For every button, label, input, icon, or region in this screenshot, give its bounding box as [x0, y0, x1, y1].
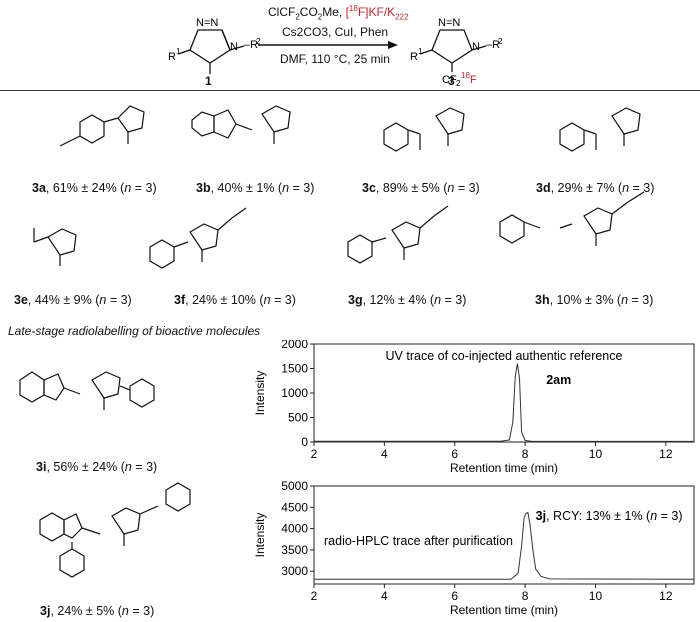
x-tick-label: 6 [451, 589, 458, 603]
y-axis-label: Intensity [253, 513, 267, 558]
section-title: Late-stage radiolabelling of bioactive m… [8, 324, 261, 338]
caption-3d: 3d, 29% ± 7% (n = 3) [536, 181, 655, 195]
svg-text:N: N [472, 41, 480, 53]
svg-text:1: 1 [176, 47, 181, 56]
svg-text:1: 1 [418, 47, 423, 56]
x-tick-label: 12 [659, 589, 673, 603]
y-tick-label: 3500 [281, 543, 308, 557]
trace-line [314, 363, 694, 442]
caption-3e: 3e, 44% ± 9% (n = 3) [14, 293, 132, 307]
bioactive-structures [19, 371, 191, 578]
chart-title: radio-HPLC trace after purification [324, 534, 513, 548]
svg-text:N=N: N=N [196, 17, 218, 29]
y-axis-label: Intensity [253, 371, 267, 416]
y-tick-label: 1000 [281, 386, 308, 400]
svg-text:2: 2 [498, 37, 503, 46]
x-tick-label: 4 [381, 447, 388, 461]
divider-line [0, 90, 700, 91]
x-tick-label: 4 [381, 589, 388, 603]
caption-3i: 3i, 56% ± 24% (n = 3) [36, 460, 158, 474]
y-tick-label: 3000 [281, 564, 308, 578]
svg-text:–R: –R [486, 39, 500, 51]
y-tick-label: 1500 [281, 362, 308, 376]
caption-3a: 3a, 61% ± 24% (n = 3) [32, 181, 157, 195]
product-compound-label: 3 [448, 74, 455, 88]
x-tick-label: 2 [311, 447, 318, 461]
conditions-line: DMF, 110 °C, 25 min [280, 52, 390, 66]
start-compound-label: 1 [205, 74, 212, 88]
product-triazole-ring [431, 29, 473, 64]
caption-3b: 3b, 40% ± 1% (n = 3) [196, 181, 315, 195]
x-axis-label: Retention time (min) [450, 603, 558, 617]
caption-3j: 3j, 24% ± 5% (n = 3) [40, 604, 155, 618]
peak-annotation: 3j, RCY: 13% ± 1% (n = 3) [536, 509, 683, 523]
x-axis-label: Retention time (min) [450, 461, 558, 475]
svg-text:N: N [230, 41, 238, 53]
y-tick-label: 5000 [281, 480, 308, 493]
svg-text:I: I [207, 75, 210, 87]
svg-text:–R: –R [244, 39, 258, 51]
svg-text:R: R [410, 51, 418, 63]
svg-text:18: 18 [461, 71, 470, 80]
x-tick-label: 8 [522, 447, 529, 461]
chart-title: UV trace of co-injected authentic refere… [386, 349, 623, 363]
svg-text:N=N: N=N [438, 17, 460, 29]
reagents-line-2: Cs2CO3, CuI, Phen [282, 25, 389, 39]
svg-text:2: 2 [456, 79, 461, 88]
caption-3h: 3h, 10% ± 3% (n = 3) [535, 293, 654, 307]
y-tick-label: 0 [301, 435, 308, 449]
x-tick-label: 8 [522, 589, 529, 603]
x-tick-label: 12 [659, 447, 673, 461]
svg-text:CF: CF [442, 74, 457, 86]
caption-3c: 3c, 89% ± 5% (n = 3) [362, 181, 480, 195]
plot-frame [313, 485, 695, 585]
x-tick-label: 10 [589, 589, 603, 603]
x-tick-label: 2 [311, 589, 318, 603]
substrate-structures [33, 105, 645, 269]
y-tick-label: 500 [288, 411, 308, 425]
y-tick-label: 4500 [281, 500, 308, 514]
svg-text:2: 2 [256, 37, 261, 46]
x-tick-label: 6 [451, 447, 458, 461]
caption-3f: 3f, 24% ± 10% (n = 3) [174, 293, 296, 307]
trace-line [314, 511, 695, 580]
x-tick-label: 10 [589, 447, 603, 461]
svg-text:F: F [470, 74, 477, 86]
y-tick-label: 4000 [281, 522, 308, 536]
y-tick-label: 2000 [281, 340, 308, 351]
starting-triazole-ring [189, 29, 231, 64]
reagents-line-1: ClCF2CO2Me, [18F]KF/K222 [268, 4, 409, 22]
caption-3g: 3g, 12% ± 4% (n = 3) [348, 293, 467, 307]
peak-annotation: 2am [546, 373, 571, 387]
svg-text:R: R [168, 51, 176, 63]
